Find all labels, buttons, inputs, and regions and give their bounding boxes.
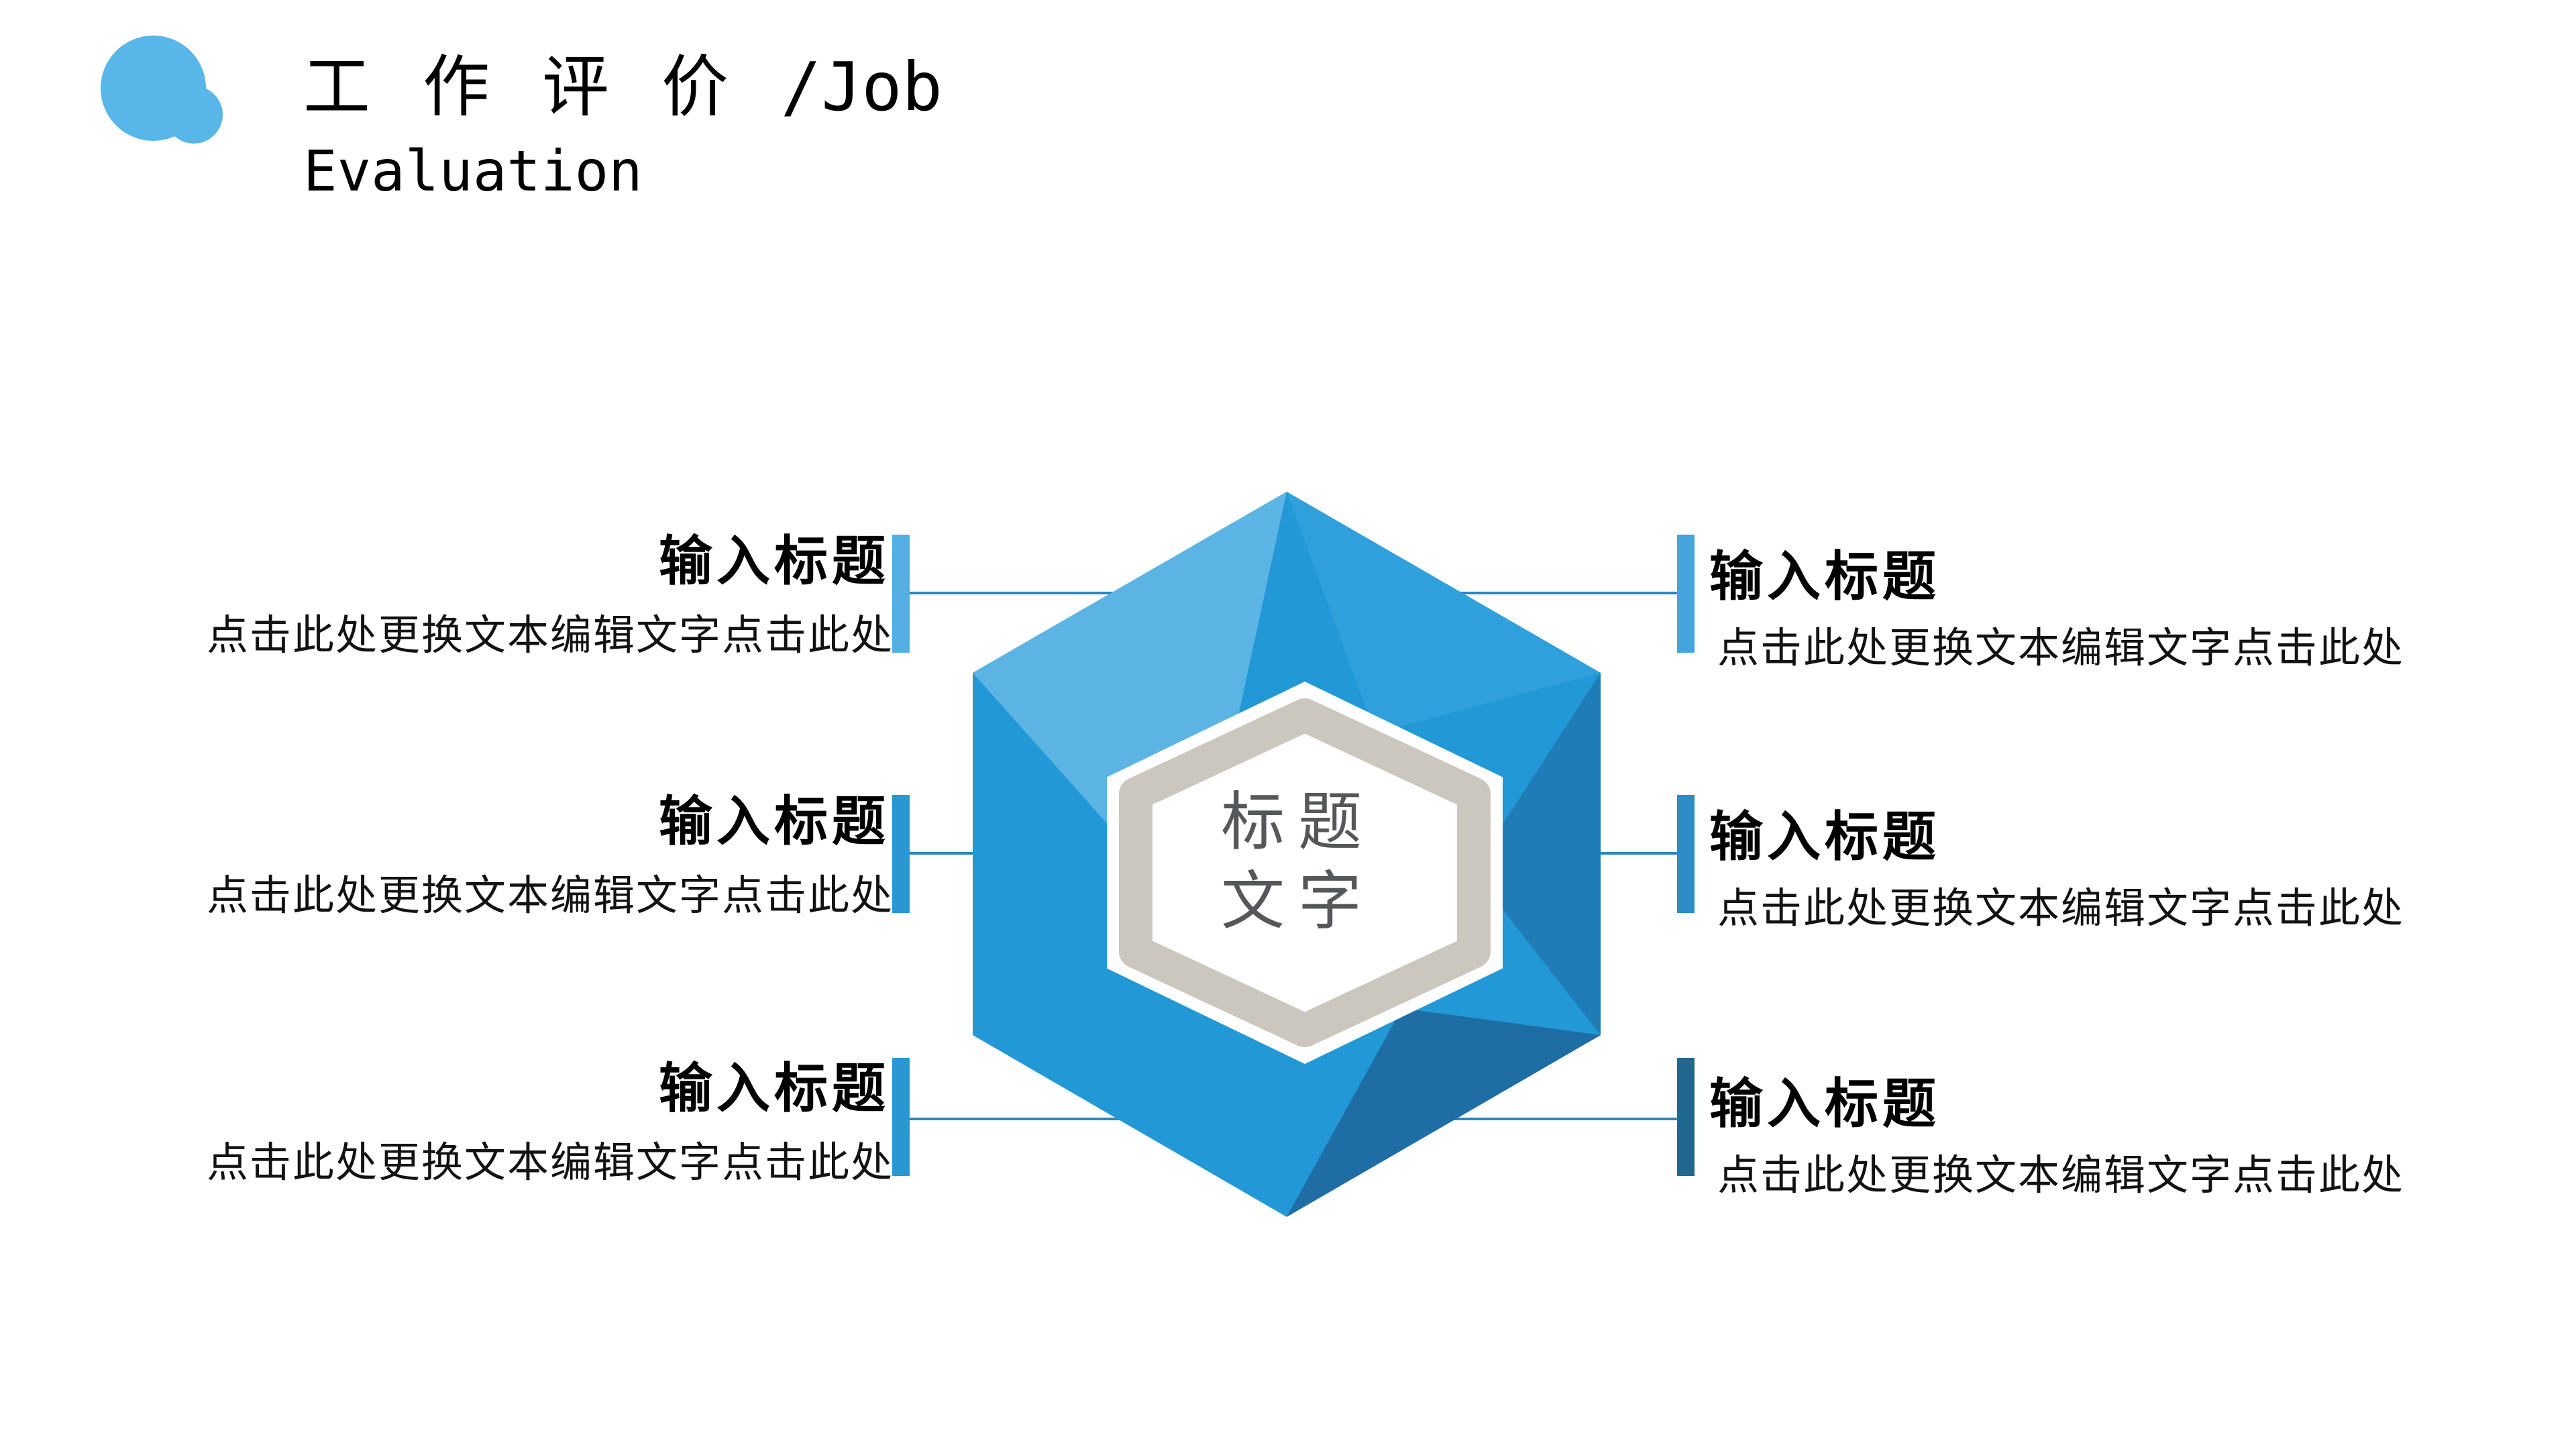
- callout-title[interactable]: 输入标题: [659, 793, 890, 852]
- slide-title-line1: 工作评价/Job: [303, 54, 943, 121]
- callout-body[interactable]: 点击此处更换文本编辑文字点击此处: [1717, 626, 2405, 672]
- callout-title[interactable]: 输入标题: [659, 533, 890, 592]
- hexagon-facet-right: [1472, 673, 1601, 1035]
- callout-left-1: 输入标题 点击此处更换文本编辑文字点击此处: [48, 533, 894, 663]
- callout-title[interactable]: 输入标题: [1709, 808, 1940, 867]
- callout-body[interactable]: 点击此处更换文本编辑文字点击此处: [206, 613, 894, 659]
- callout-right-2: 输入标题 点击此处更换文本编辑文字点击此处: [1709, 808, 2568, 936]
- slide-title-english: /Job: [781, 48, 943, 126]
- slide-title-chinese: 工作评价: [303, 50, 781, 125]
- logo-blob-small-icon: [165, 86, 223, 144]
- connector-line-left-1: [910, 592, 1308, 594]
- callout-title[interactable]: 输入标题: [1709, 548, 1940, 607]
- center-hexagon-ring: [1119, 698, 1491, 1047]
- hexagon-diagram: 标题 文字: [973, 492, 1601, 1217]
- accent-bar-right-3: [1677, 1058, 1695, 1176]
- connector-line-left-3: [910, 1118, 1308, 1120]
- callout-body[interactable]: 点击此处更换文本编辑文字点击此处: [206, 873, 894, 919]
- accent-bar-right-1: [1677, 535, 1695, 653]
- callout-body[interactable]: 点击此处更换文本编辑文字点击此处: [206, 1140, 894, 1186]
- accent-bar-left-1: [892, 535, 910, 653]
- center-title-line1[interactable]: 标题: [1221, 787, 1375, 858]
- callout-right-3: 输入标题 点击此处更换文本编辑文字点击此处: [1709, 1075, 2568, 1203]
- hexagon-facet-bottom-right: [1287, 1008, 1601, 1217]
- hexagon-facet-top-right: [1287, 492, 1601, 733]
- center-title-line2[interactable]: 文字: [1221, 866, 1375, 937]
- callout-body[interactable]: 点击此处更换文本编辑文字点击此处: [1717, 1153, 2405, 1199]
- callout-title[interactable]: 输入标题: [659, 1060, 890, 1119]
- callout-right-1: 输入标题 点击此处更换文本编辑文字点击此处: [1709, 548, 2568, 676]
- slide-title-line2: Evaluation: [303, 138, 643, 204]
- accent-bar-left-2: [892, 795, 910, 913]
- callout-title[interactable]: 输入标题: [1709, 1075, 1940, 1134]
- callout-left-3: 输入标题 点击此处更换文本编辑文字点击此处: [48, 1060, 894, 1190]
- connector-line-right-3: [1342, 1118, 1677, 1120]
- accent-bar-right-2: [1677, 795, 1695, 913]
- callout-left-2: 输入标题 点击此处更换文本编辑文字点击此处: [48, 793, 894, 923]
- accent-bar-left-3: [892, 1058, 910, 1176]
- callout-body[interactable]: 点击此处更换文本编辑文字点击此处: [1717, 886, 2405, 932]
- connector-line-right-1: [1342, 592, 1677, 594]
